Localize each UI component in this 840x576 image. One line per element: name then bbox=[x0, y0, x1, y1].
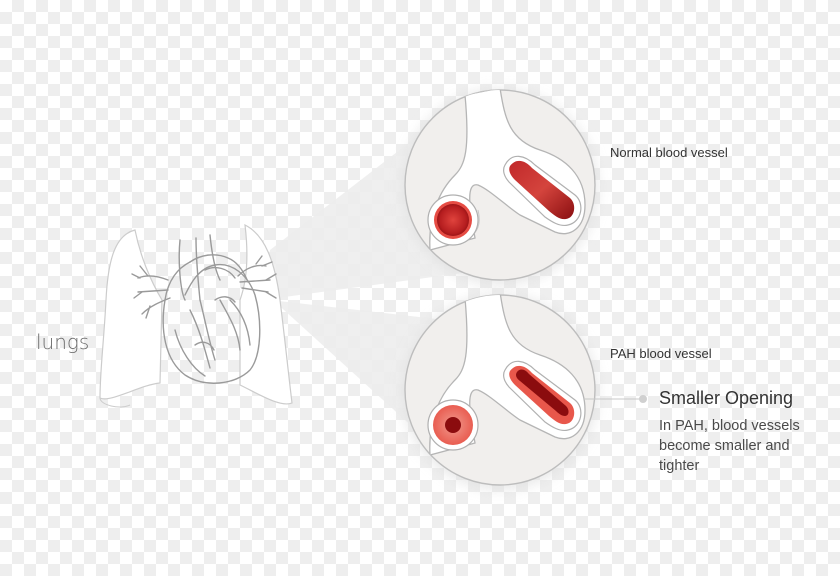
pah-vessel-label: PAH blood vessel bbox=[610, 346, 712, 361]
normal-vessel-view bbox=[402, 89, 598, 285]
callout-title: Smaller Opening bbox=[659, 388, 794, 408]
heart-icon bbox=[131, 234, 277, 384]
lungs-outline bbox=[99, 229, 163, 400]
callout-dot bbox=[639, 395, 647, 403]
callout-body: In PAH, blood vessels become smaller and… bbox=[659, 418, 800, 474]
lungs-label: lungs bbox=[36, 330, 90, 354]
lungs-outline-right bbox=[239, 223, 293, 405]
pah-vessel-view bbox=[402, 294, 598, 490]
normal-vessel-label: Normal blood vessel bbox=[610, 145, 728, 160]
